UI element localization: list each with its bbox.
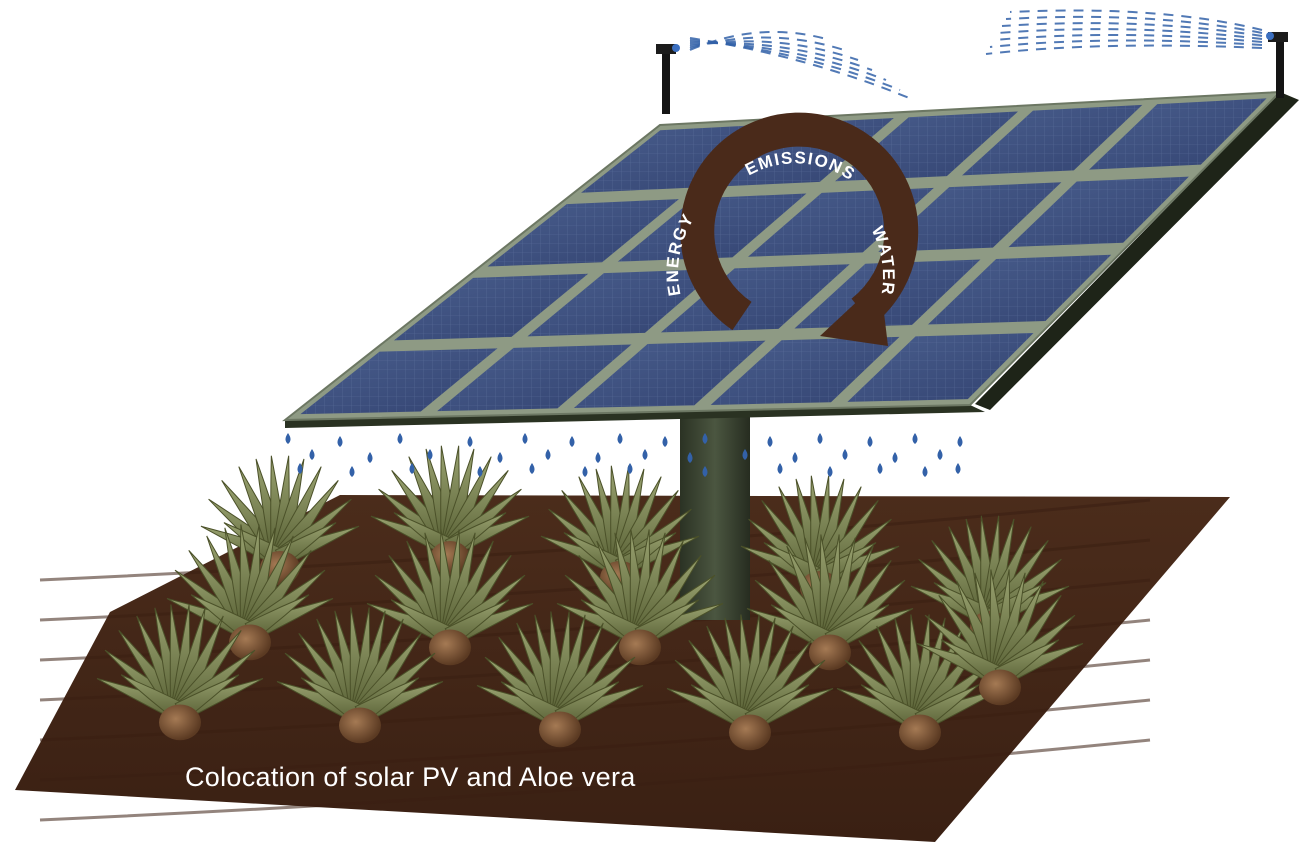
solar-cell-grid bbox=[660, 264, 850, 333]
spray-arc bbox=[689, 40, 859, 61]
aloe-vera-plant-icon bbox=[556, 529, 724, 666]
solar-cell-grid bbox=[527, 268, 719, 337]
solar-cell-grid bbox=[300, 348, 498, 415]
water-drop-icon bbox=[297, 463, 303, 474]
diagram-caption: Colocation of solar PV and Aloe vera bbox=[185, 762, 636, 792]
solar-cell-grid bbox=[437, 344, 632, 412]
spray-arc bbox=[1001, 22, 1263, 37]
water-drop-icon bbox=[955, 463, 961, 474]
sprinkler-left bbox=[656, 44, 680, 114]
support-pole bbox=[680, 395, 750, 620]
water-drop-icon bbox=[877, 463, 883, 474]
solar-cell-grid bbox=[878, 182, 1062, 252]
water-drop-icon bbox=[892, 452, 898, 463]
water-drop-icon bbox=[702, 466, 708, 477]
water-drop-icon bbox=[529, 463, 535, 474]
sprinkler-icon bbox=[672, 44, 680, 52]
water-drop-icon bbox=[582, 466, 588, 477]
water-drop-icon bbox=[817, 433, 823, 444]
water-drops bbox=[285, 433, 963, 477]
solar-cell-grid bbox=[1008, 176, 1189, 248]
sprinkler-icon bbox=[1266, 32, 1274, 40]
water-drop-icon bbox=[842, 449, 848, 460]
water-drop-icon bbox=[409, 463, 415, 474]
water-drop-icon bbox=[397, 433, 403, 444]
spray-arc bbox=[1009, 9, 1263, 31]
water-drop-icon bbox=[427, 449, 433, 460]
spray-arc bbox=[989, 39, 1263, 48]
aloe-vera-plant-icon bbox=[916, 569, 1084, 706]
water-drop-icon bbox=[497, 452, 503, 463]
aloe-vera-plant-icon bbox=[366, 529, 534, 666]
spray-arc bbox=[993, 33, 1263, 43]
water-drop-icon bbox=[912, 433, 918, 444]
spray-arc bbox=[1005, 15, 1263, 34]
aloe-base bbox=[429, 629, 471, 666]
water-drop-icon bbox=[595, 452, 601, 463]
solar-cell-grid bbox=[710, 336, 900, 405]
sprinkler-spray bbox=[689, 9, 1263, 101]
solar-cell-grid bbox=[573, 340, 766, 409]
water-drop-icon bbox=[642, 449, 648, 460]
water-drop-icon bbox=[702, 433, 708, 444]
solar-cell-grid bbox=[927, 254, 1112, 325]
water-drop-icon bbox=[285, 433, 291, 444]
spray-arc bbox=[689, 37, 915, 101]
water-drop-icon bbox=[957, 436, 963, 447]
aloe-base bbox=[899, 714, 941, 751]
water-drop-icon bbox=[777, 463, 783, 474]
aloe-vera-row-front bbox=[96, 569, 1084, 751]
aloe-vera-plant-icon bbox=[96, 604, 264, 741]
water-drop-icon bbox=[662, 436, 668, 447]
aloe-base bbox=[979, 669, 1021, 706]
water-drop-icon bbox=[687, 452, 693, 463]
aloe-vera-row-back bbox=[166, 445, 1070, 671]
solar-cell-grid bbox=[847, 332, 1034, 402]
water-drop-icon bbox=[827, 466, 833, 477]
furrow-line bbox=[39, 698, 1151, 782]
water-drop-icon bbox=[309, 449, 315, 460]
water-drop-icon bbox=[627, 463, 633, 474]
solar-cell-grid bbox=[393, 273, 589, 341]
water-drop-icon bbox=[617, 433, 623, 444]
solar-cell-grid bbox=[962, 104, 1143, 176]
furrow-line bbox=[39, 738, 1151, 822]
aloe-vera-plant-icon bbox=[836, 614, 1004, 751]
aloe-vera-plant-icon bbox=[370, 445, 530, 575]
water-drop-icon bbox=[337, 436, 343, 447]
solar-panel bbox=[282, 90, 1299, 428]
aloe-base bbox=[619, 629, 661, 666]
aloe-vera-plant-icon bbox=[166, 524, 334, 661]
water-drop-icon bbox=[569, 436, 575, 447]
spray-arc bbox=[997, 28, 1263, 40]
water-drop-icon bbox=[742, 449, 748, 460]
solar-cell-grid bbox=[487, 199, 679, 267]
circular-arrow-icon bbox=[680, 112, 919, 346]
water-drop-icon bbox=[349, 466, 355, 477]
aloe-vera-plant-icon bbox=[276, 607, 444, 744]
water-drop-icon bbox=[922, 466, 928, 477]
aloe-base bbox=[809, 634, 851, 671]
aloe-base bbox=[159, 704, 201, 741]
sprinkler-right bbox=[1266, 32, 1288, 98]
solar-cell-grid bbox=[1089, 98, 1267, 170]
water-drop-icon bbox=[477, 466, 483, 477]
water-drop-icon bbox=[792, 452, 798, 463]
spray-arc bbox=[985, 44, 1263, 55]
water-drop-icon bbox=[867, 436, 873, 447]
aloe-base bbox=[539, 711, 581, 748]
water-drop-icon bbox=[937, 449, 943, 460]
water-drop-icon bbox=[522, 433, 528, 444]
water-drop-icon bbox=[545, 449, 551, 460]
water-drop-icon bbox=[367, 452, 373, 463]
aloe-base bbox=[339, 707, 381, 744]
water-drop-icon bbox=[767, 436, 773, 447]
water-drop-icon bbox=[467, 436, 473, 447]
aloe-vera-plant-icon bbox=[476, 611, 644, 748]
spray-arc bbox=[689, 31, 831, 51]
aloe-base bbox=[729, 714, 771, 751]
aloe-vera-plant-icon bbox=[666, 614, 834, 751]
